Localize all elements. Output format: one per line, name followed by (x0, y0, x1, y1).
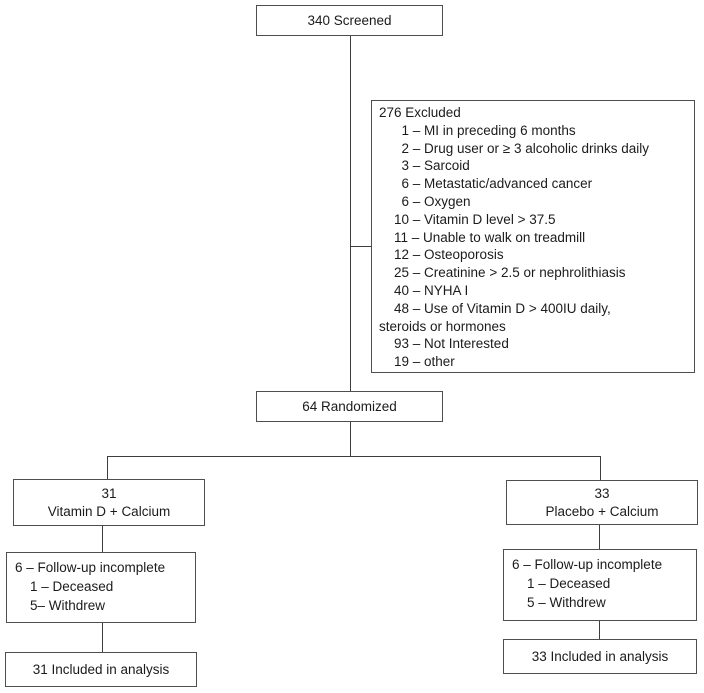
followup-placebo-box: 6 – Follow-up incomplete 1 – Deceased 5 … (503, 549, 697, 621)
arm-vitamin-d-box: 31 Vitamin D + Calcium (13, 479, 205, 526)
connector-to-excluded (350, 246, 371, 247)
arm-placebo-count: 33 (594, 485, 610, 501)
connector-screened-to-randomized (350, 36, 351, 391)
connector-armleft-to-followup (102, 526, 103, 552)
excluded-box: 276 Excluded 1 – MI in preceding 6 month… (371, 100, 695, 373)
arm-placebo-box: 33 Placebo + Calcium (506, 480, 698, 525)
connector-branch-horizontal (107, 456, 600, 457)
screened-box: 340 Screened (256, 5, 443, 36)
randomized-box: 64 Randomized (256, 391, 443, 422)
connector-randomized-down (350, 422, 351, 457)
included-vitamin-d-box: 31 Included in analysis (5, 652, 197, 687)
arm-vitamin-d-name: Vitamin D + Calcium (47, 503, 171, 519)
connector-armright-to-followup (599, 525, 600, 549)
connector-branch-right-drop (600, 456, 601, 480)
arm-placebo-name: Placebo + Calcium (545, 503, 659, 519)
screened-label: 340 Screened (307, 12, 392, 28)
arm-vitamin-d-count: 31 (101, 485, 117, 501)
included-placebo-label: 33 Included in analysis (531, 648, 669, 664)
connector-followupright-to-included (599, 621, 600, 639)
included-vitamin-d-label: 31 Included in analysis (32, 661, 170, 677)
included-placebo-box: 33 Included in analysis (503, 639, 697, 674)
followup-vitamin-d-box: 6 – Follow-up incomplete 1 – Deceased 5–… (6, 552, 196, 623)
connector-branch-left-drop (107, 456, 108, 479)
connector-followupleft-to-included (102, 623, 103, 652)
randomized-label: 64 Randomized (302, 398, 397, 414)
